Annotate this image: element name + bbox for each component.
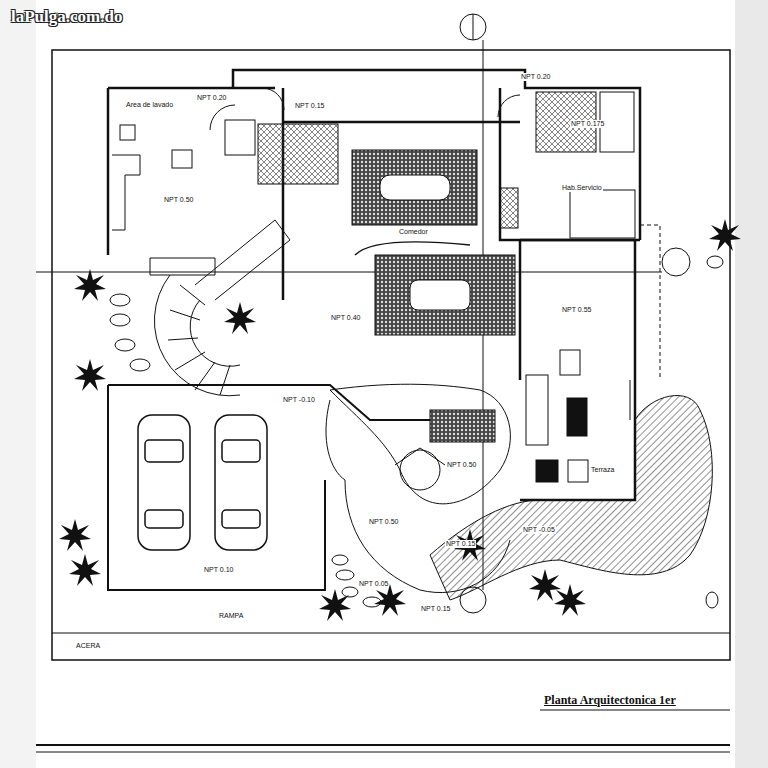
level-label: NPT 0.50 bbox=[368, 518, 399, 526]
level-label: NPT 0.175 bbox=[570, 120, 605, 128]
level-label: NPT -0.10 bbox=[282, 396, 316, 404]
level-label: NPT 0.10 bbox=[203, 566, 234, 574]
level-label: NPT 0.55 bbox=[561, 306, 592, 314]
level-label: NPT 0.50 bbox=[446, 461, 477, 469]
room-label: Hab.Servicio bbox=[561, 184, 603, 192]
street-label: ACERA bbox=[75, 642, 101, 650]
level-label: NPT 0.20 bbox=[520, 73, 551, 81]
level-label: NPT 0.05 bbox=[358, 580, 389, 588]
level-label: NPT -0.05 bbox=[522, 526, 556, 534]
level-label: NPT 0.15 bbox=[420, 605, 451, 613]
level-label: NPT 0.40 bbox=[330, 314, 361, 322]
level-label: NPT 0.15 bbox=[445, 540, 476, 548]
level-label: NPT 0.15 bbox=[294, 102, 325, 110]
room-label: Comedor bbox=[398, 228, 429, 236]
room-label: Area de lavado bbox=[125, 101, 174, 109]
drawing-title: Planta Arquitectonica 1er bbox=[543, 694, 677, 707]
room-label: Terraza bbox=[590, 466, 615, 474]
room-label: RAMPA bbox=[218, 612, 244, 620]
level-label: NPT 0.50 bbox=[163, 196, 194, 204]
watermark: laPulga.com.do bbox=[10, 8, 123, 27]
level-label: NPT 0.20 bbox=[196, 94, 227, 102]
